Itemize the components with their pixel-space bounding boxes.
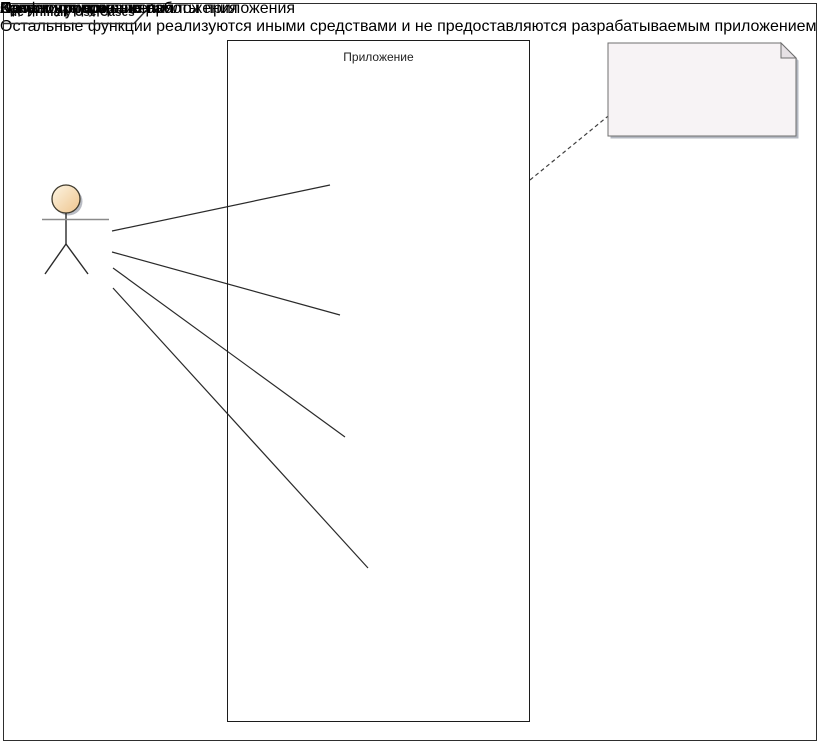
frame-border xyxy=(3,3,817,741)
note-body xyxy=(607,42,797,137)
system-boundary-label: Приложение xyxy=(343,50,414,64)
usecase-configure-application: Конфигурирование приложения xyxy=(0,0,238,18)
usecase-label: Конфигурирование приложения xyxy=(0,0,238,17)
actor-label: Администратор xyxy=(0,0,116,17)
association-line-start xyxy=(111,251,341,316)
note-anchor-dashed-line xyxy=(529,107,619,181)
note-text: Остальные функции реализуются иными сред… xyxy=(0,18,817,35)
usecase-view-log: Просмотр журнала работы приложения xyxy=(0,0,295,18)
actor-right-leg xyxy=(65,243,89,275)
frame-tab-outline xyxy=(3,3,154,25)
frame-title: uc Primary Use Cases xyxy=(10,7,135,19)
system-boundary: Приложение xyxy=(227,40,530,722)
usecase-label: Остановка приложения xyxy=(0,0,175,17)
note-fold-corner-icon xyxy=(780,41,798,59)
actor-left-leg xyxy=(44,243,67,275)
usecase-start-application: Запуск приложения xyxy=(0,0,145,18)
note-shape xyxy=(607,41,799,139)
association-line-log xyxy=(112,287,369,569)
usecase-stop-application: Остановка приложения xyxy=(0,0,174,18)
actor-head xyxy=(51,184,81,214)
actor-figure xyxy=(42,184,109,275)
usecase-label: Просмотр журнала работы приложения xyxy=(0,0,296,17)
association-line-configure xyxy=(111,184,331,232)
usecase-label: Запуск приложения xyxy=(0,0,146,17)
association-line-stop xyxy=(112,267,346,438)
